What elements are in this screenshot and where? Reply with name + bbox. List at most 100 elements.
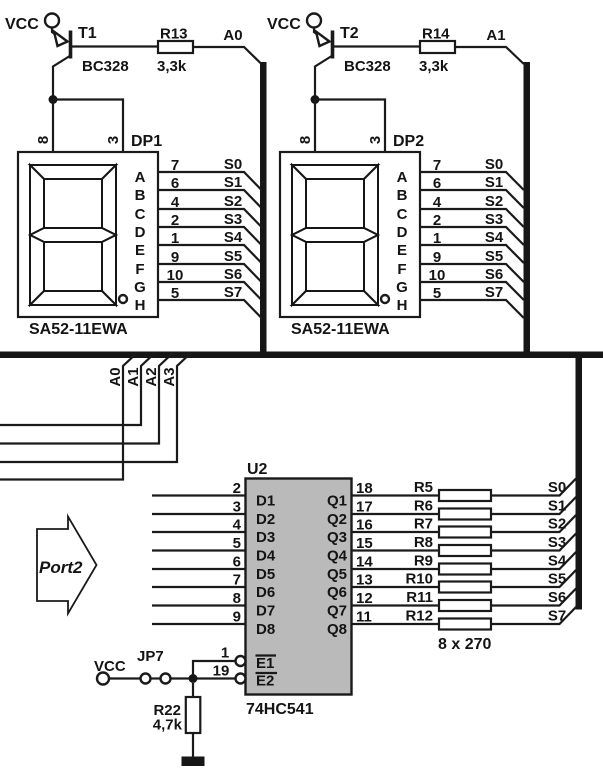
ic-input-wires (152, 494, 246, 626)
svg-text:H: H (135, 297, 146, 314)
svg-text:R12: R12 (405, 608, 433, 625)
display-dp2: 8 3 DP2 A B C D E (278, 98, 525, 338)
svg-text:E: E (397, 242, 407, 259)
svg-text:4: 4 (433, 194, 442, 211)
svg-text:H: H (397, 297, 408, 314)
svg-text:S2: S2 (224, 193, 242, 210)
svg-text:9: 9 (433, 249, 441, 266)
svg-text:12: 12 (356, 590, 373, 607)
port2-arrow-icon (36, 513, 98, 617)
svg-text:7: 7 (433, 157, 441, 174)
svg-text:5: 5 (433, 285, 441, 302)
svg-text:S6: S6 (224, 266, 242, 283)
svg-text:D3: D3 (256, 529, 275, 546)
horizontal-bus (0, 351, 603, 358)
svg-text:R6: R6 (414, 498, 433, 515)
vcc-terminal-icon (305, 12, 323, 29)
resistor-r13-body (156, 39, 195, 55)
svg-text:R9: R9 (414, 553, 433, 570)
svg-text:S0: S0 (485, 156, 503, 173)
svg-text:S7: S7 (548, 608, 566, 625)
dp2-segment-letters: A B C D E F G H (396, 169, 408, 314)
svg-text:S1: S1 (224, 174, 242, 191)
top-pin-3: 3 (367, 136, 384, 144)
decimal-point-indicator (379, 293, 391, 305)
svg-text:9: 9 (233, 609, 241, 626)
seven-segment-digit (27, 162, 119, 308)
svg-text:15: 15 (356, 535, 373, 552)
svg-text:S0: S0 (224, 156, 242, 173)
svg-text:Q5: Q5 (327, 566, 347, 583)
top-pin-8: 8 (297, 136, 314, 144)
svg-text:8: 8 (233, 590, 241, 607)
wire (193, 45, 263, 65)
svg-text:D1: D1 (256, 493, 275, 510)
svg-text:C: C (397, 206, 408, 223)
net-label-a2: A2 (143, 367, 160, 386)
wire-a3 (0, 351, 192, 464)
svg-text:14: 14 (356, 554, 373, 571)
transistor-t1-section: VCC T1 BC328 R13 3,3k A0 (5, 12, 263, 104)
series-resistor-bodies (437, 488, 493, 631)
resistor-value: 4,7k (153, 717, 183, 734)
svg-text:S3: S3 (548, 534, 566, 551)
svg-text:17: 17 (356, 499, 373, 516)
svg-text:S5: S5 (485, 248, 503, 265)
svg-text:G: G (396, 279, 408, 296)
svg-text:1: 1 (171, 230, 179, 247)
svg-text:F: F (397, 261, 406, 278)
svg-text:6: 6 (233, 554, 241, 571)
ic-ref: U2 (247, 461, 268, 478)
ic-u2: U2 2 3 4 5 6 7 8 9 D1 D2 D3 D4 D5 (152, 461, 577, 718)
svg-text:S5: S5 (224, 248, 242, 265)
svg-text:D7: D7 (256, 603, 275, 620)
wire (53, 98, 125, 152)
resistor-value: 3,3k (157, 58, 187, 75)
wire (191, 659, 236, 679)
top-pin-3: 3 (105, 136, 122, 144)
jumper-ref: JP7 (137, 648, 164, 665)
transistor-ref: T2 (340, 25, 359, 42)
resistor-network-value: 8 x 270 (438, 636, 491, 653)
transistor-emitter-arrow-icon (314, 28, 332, 48)
dp2-pin-rows (420, 170, 525, 319)
svg-text:S3: S3 (224, 211, 242, 228)
ic-input-pin-numbers: 2 3 4 5 6 7 8 9 (233, 480, 242, 626)
resistor-ref: R14 (422, 26, 450, 43)
ic-body (244, 477, 353, 696)
dp1-segment-letters: A B C D E F G H (134, 169, 146, 314)
svg-text:4: 4 (233, 517, 242, 534)
transistor-part: BC328 (82, 58, 129, 75)
ic-output-labels: Q1 Q2 Q3 Q4 Q5 Q6 Q7 Q8 (327, 493, 348, 639)
net-label-a1: A1 (486, 27, 505, 44)
port2-connector: Port2 (36, 513, 98, 617)
ic-enable-pins: 1 19 E1 E2 (191, 645, 277, 690)
svg-text:E: E (135, 242, 145, 259)
svg-text:S2: S2 (548, 516, 566, 533)
top-pin-8: 8 (35, 136, 52, 144)
svg-text:16: 16 (356, 517, 373, 534)
svg-text:4: 4 (171, 194, 180, 211)
svg-text:Q1: Q1 (327, 493, 347, 510)
output-signal-wires (491, 477, 577, 626)
svg-text:Q3: Q3 (327, 529, 347, 546)
enable-e2-label: E2 (256, 673, 274, 690)
enable-e1-label: E1 (256, 655, 274, 672)
svg-text:7: 7 (233, 572, 241, 589)
vertical-bus-right (575, 351, 582, 610)
net-label-a3: A3 (161, 367, 178, 386)
wire (455, 45, 525, 65)
svg-text:18: 18 (356, 480, 373, 497)
svg-text:D5: D5 (256, 566, 275, 583)
ground-symbol (181, 756, 205, 766)
svg-text:S4: S4 (548, 553, 567, 570)
transistor-part: BC328 (344, 58, 391, 75)
wire-a1 (0, 351, 156, 427)
vcc-label: VCC (94, 658, 126, 675)
display-dp1: 8 3 DP1 A B C D E (16, 98, 263, 338)
svg-text:D2: D2 (256, 511, 275, 528)
svg-text:S7: S7 (224, 284, 242, 301)
svg-text:D: D (397, 224, 408, 241)
net-label-a1: A1 (125, 367, 142, 386)
